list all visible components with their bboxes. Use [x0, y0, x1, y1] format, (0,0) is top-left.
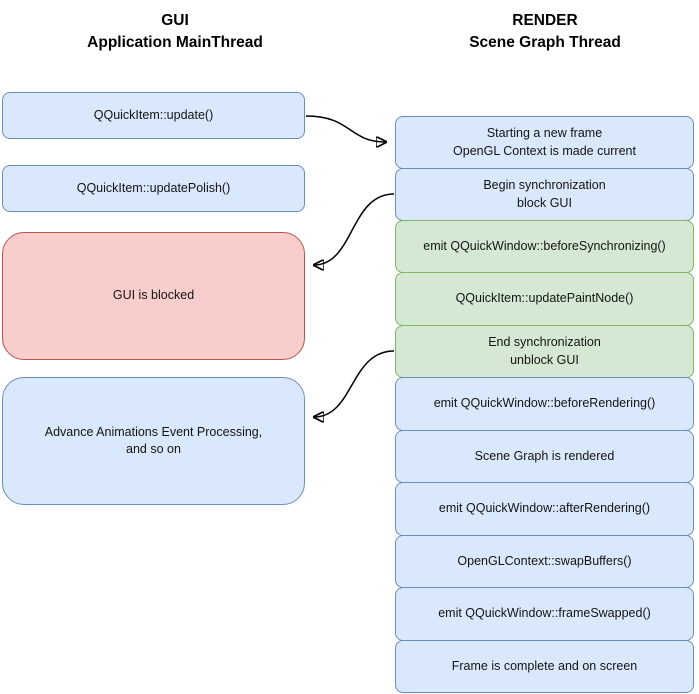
- node-advance-animations: Advance Animations Event Processing, and…: [2, 377, 305, 505]
- arrow-begin-sync-to-gui-blocked: [314, 193, 395, 265]
- node-gui-is-blocked: GUI is blocked: [2, 232, 305, 360]
- node-starting-new-frame: Starting a new frame OpenGL Context is m…: [395, 116, 694, 169]
- node-emit-frameswapped: emit QQuickWindow::frameSwapped(): [395, 587, 694, 641]
- right-column-header: RENDER Scene Graph Thread: [469, 12, 621, 51]
- node-emit-afterrendering: emit QQuickWindow::afterRendering(): [395, 482, 694, 536]
- arrow-end-sync-to-advance-animations: [314, 350, 395, 417]
- node-scene-graph-rendered: Scene Graph is rendered: [395, 430, 694, 483]
- node-begin-synchronization: Begin synchronization block GUI: [395, 168, 694, 221]
- node-qquickitem-updatepolish: QQuickItem::updatePolish(): [2, 165, 305, 212]
- node-end-synchronization: End synchronization unblock GUI: [395, 325, 694, 378]
- node-swapbuffers: OpenGLContext::swapBuffers(): [395, 535, 694, 588]
- node-emit-beforerendering: emit QQuickWindow::beforeRendering(): [395, 377, 694, 431]
- node-qquickitem-update: QQuickItem::update(): [2, 92, 305, 139]
- left-column-header: GUI Application MainThread: [87, 12, 263, 51]
- node-updatepaintnode: QQuickItem::updatePaintNode(): [395, 272, 694, 326]
- node-emit-beforesynchronizing: emit QQuickWindow::beforeSynchronizing(): [395, 220, 694, 273]
- arrow-update-to-new-frame: [305, 115, 386, 142]
- node-frame-complete: Frame is complete and on screen: [395, 640, 694, 693]
